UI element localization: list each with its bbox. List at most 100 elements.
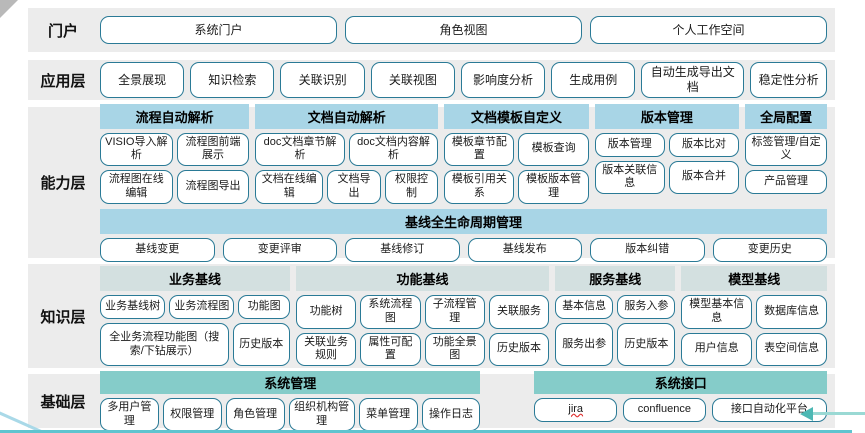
node: 历史版本 bbox=[488, 332, 550, 366]
node: 系统门户 bbox=[100, 16, 337, 44]
node: 基线修订 bbox=[345, 237, 460, 262]
knowledge-group-function: 功能基线 功能树 系统流程图 子流程管理 关联服务 关联业务规则 属性可配置 功… bbox=[295, 266, 550, 366]
node: 关联业务规则 bbox=[295, 332, 357, 366]
node: 版本关联信息 bbox=[594, 160, 665, 194]
node: 生成用例 bbox=[551, 62, 636, 98]
node: doc文档内容解析 bbox=[348, 132, 439, 166]
group-header: 文档自动解析 bbox=[255, 103, 439, 129]
node: 服务出参 bbox=[555, 323, 614, 366]
node: 基线变更 bbox=[100, 237, 215, 262]
corner-decoration bbox=[0, 0, 18, 18]
layer-foundation: 基础层 系统管理 多用户管理 权限管理 角色管理 组织机构管理 菜单管理 操作日… bbox=[28, 370, 835, 432]
node: 基本信息 bbox=[555, 295, 614, 319]
group-header: 全局配置 bbox=[745, 103, 827, 129]
group-header: 流程自动解析 bbox=[100, 103, 250, 129]
node: 业务基线树 bbox=[100, 295, 166, 319]
capability-group-template: 文档模板自定义 模板章节配置 模板查询 模板引用关系 模板版本管理 bbox=[444, 103, 589, 204]
node: 标签管理/自定义 bbox=[745, 132, 827, 166]
node: 历史版本 bbox=[232, 323, 290, 366]
group-header: 服务基线 bbox=[555, 266, 676, 291]
node: 个人工作空间 bbox=[590, 16, 827, 44]
node: 全景展现 bbox=[100, 62, 185, 98]
node: 模型基本信息 bbox=[681, 295, 753, 329]
node: doc文档章节解析 bbox=[255, 132, 345, 166]
node: 全业务流程功能图（搜索/下钻展示） bbox=[100, 323, 229, 366]
node: 版本纠错 bbox=[590, 237, 705, 262]
layer-label-knowledge: 知识层 bbox=[40, 308, 86, 326]
node: 文档导出 bbox=[327, 170, 381, 204]
node: 操作日志 bbox=[421, 397, 481, 432]
group-header: 版本管理 bbox=[594, 103, 740, 129]
knowledge-group-model: 模型基线 模型基本信息 数据库信息 用户信息 表空间信息 bbox=[681, 266, 827, 366]
group-header: 功能基线 bbox=[295, 266, 550, 291]
node: 版本管理 bbox=[594, 132, 665, 157]
capability-group-doc-parse: 文档自动解析 doc文档章节解析 doc文档内容解析 文档在线编辑 文档导出 权… bbox=[255, 103, 439, 204]
layer-label-foundation: 基础层 bbox=[40, 393, 86, 411]
node: 版本合并 bbox=[668, 160, 740, 194]
node: 业务流程图 bbox=[169, 295, 235, 319]
layer-label-application: 应用层 bbox=[40, 72, 86, 90]
node: jira bbox=[534, 397, 618, 422]
node: 功能全景图 bbox=[424, 332, 485, 366]
layer-application: 应用层 全景展现 知识检索 关联识别 关联视图 影响度分析 生成用例 自动生成导… bbox=[28, 60, 835, 100]
capability-group-version: 版本管理 版本管理 版本比对 版本关联信息 版本合并 bbox=[594, 103, 740, 204]
knowledge-group-service: 服务基线 基本信息 服务入参 服务出参 历史版本 bbox=[555, 266, 676, 366]
node: 自动生成导出文档 bbox=[641, 62, 745, 98]
group-header: 模型基线 bbox=[681, 266, 827, 291]
node: 多用户管理 bbox=[100, 397, 159, 432]
node: 服务入参 bbox=[617, 295, 676, 319]
node: 数据库信息 bbox=[756, 295, 827, 329]
node: 菜单管理 bbox=[358, 397, 418, 432]
node: 文档在线编辑 bbox=[255, 170, 324, 204]
bottom-accent-line bbox=[0, 430, 852, 433]
knowledge-group-business: 业务基线 业务基线树 业务流程图 功能图 全业务流程功能图（搜索/下钻展示） 历… bbox=[100, 266, 290, 366]
capability-group-global-config: 全局配置 标签管理/自定义 产品管理 bbox=[745, 103, 827, 204]
node: 子流程管理 bbox=[424, 295, 485, 329]
node: 模板查询 bbox=[518, 132, 589, 166]
node: 影响度分析 bbox=[460, 62, 546, 98]
node: 流程图前端展示 bbox=[176, 132, 250, 166]
capability-group-process-parse: 流程自动解析 VISIO导入解析 流程图前端展示 流程图在线编辑 流程图导出 bbox=[100, 103, 250, 204]
layer-portal: 门户 系统门户 角色视图 个人工作空间 bbox=[28, 8, 835, 52]
node: 角色视图 bbox=[345, 16, 582, 44]
foundation-group-system-management: 系统管理 多用户管理 权限管理 角色管理 组织机构管理 菜单管理 操作日志 bbox=[100, 370, 481, 432]
node: 知识检索 bbox=[190, 62, 275, 98]
node: 用户信息 bbox=[681, 332, 753, 366]
node: 权限控制 bbox=[384, 170, 439, 204]
layer-label-capability: 能力层 bbox=[40, 175, 86, 192]
node: 关联服务 bbox=[488, 295, 550, 329]
group-header: 文档模板自定义 bbox=[444, 103, 589, 129]
jira-label: jira bbox=[568, 402, 584, 415]
node: 权限管理 bbox=[162, 397, 222, 432]
layer-capability: 能力层 流程自动解析 VISIO导入解析 流程图前端展示 流程图在线编辑 流程图… bbox=[28, 103, 835, 262]
node: 变更历史 bbox=[712, 237, 827, 262]
baseline-lifecycle-header: 基线全生命周期管理 bbox=[100, 208, 827, 234]
left-arrow-icon bbox=[800, 407, 813, 421]
node: 模板引用关系 bbox=[444, 170, 515, 204]
node: 稳定性分析 bbox=[750, 62, 828, 98]
node: 版本比对 bbox=[668, 132, 740, 157]
node: 模板章节配置 bbox=[444, 132, 515, 166]
node: 产品管理 bbox=[745, 170, 827, 194]
node: 角色管理 bbox=[225, 397, 285, 432]
node: 表空间信息 bbox=[756, 332, 827, 366]
node: 关联识别 bbox=[280, 62, 365, 98]
node: 历史版本 bbox=[617, 323, 676, 366]
group-header: 业务基线 bbox=[100, 266, 290, 291]
group-header: 系统接口 bbox=[534, 370, 827, 394]
node: 模板版本管理 bbox=[518, 170, 589, 204]
node: 变更评审 bbox=[222, 237, 337, 262]
node: 关联视图 bbox=[370, 62, 455, 98]
node: 流程图导出 bbox=[176, 170, 250, 204]
layer-knowledge: 知识层 业务基线 业务基线树 业务流程图 功能图 全业务流程功能图（搜索/下钻展… bbox=[28, 264, 835, 368]
node: 系统流程图 bbox=[360, 295, 421, 329]
node: 组织机构管理 bbox=[288, 397, 355, 432]
node: 基线发布 bbox=[467, 237, 582, 262]
left-arrow-line-decoration bbox=[807, 412, 865, 415]
group-header: 系统管理 bbox=[100, 370, 481, 394]
layer-label-portal: 门户 bbox=[47, 22, 78, 40]
node: 功能图 bbox=[238, 295, 290, 319]
node: 流程图在线编辑 bbox=[100, 170, 173, 204]
node: 属性可配置 bbox=[360, 332, 421, 366]
